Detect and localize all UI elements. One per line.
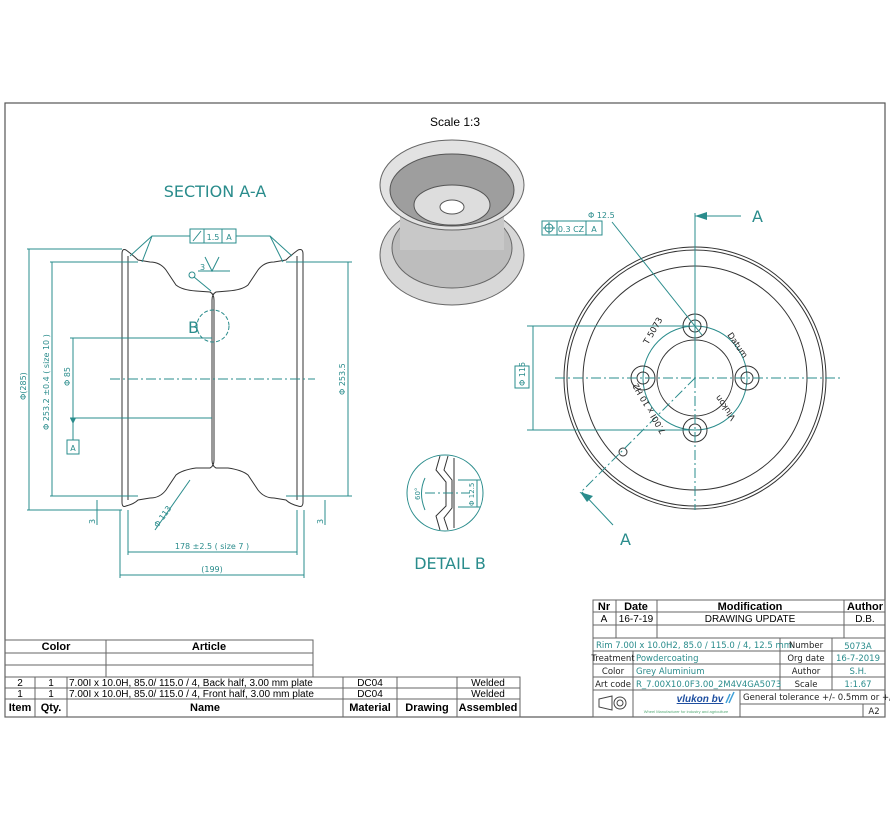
- dim-bolt-circle: Φ 115: [518, 362, 527, 386]
- runout-datum: A: [226, 233, 232, 242]
- stamp-brand: Vlukon: [714, 393, 739, 422]
- section-view: SECTION A-A B 1.5 A 3 Φ(285) Φ 253.2 ±0.…: [19, 182, 352, 578]
- detail-b-view: Φ 12.5 60° DETAIL B: [406, 454, 486, 573]
- title-block: Rim 7.00I x 10.0H2, 85.0 / 115.0 / 4, 12…: [590, 637, 890, 718]
- dim-detail-angle: 60°: [414, 488, 422, 500]
- stamp-datum: Datum: [725, 331, 750, 360]
- title_block-company: vlukon bv: [677, 694, 725, 705]
- dim-flange-right: 3: [316, 519, 325, 524]
- dim-inner-width: 178 ±2.5 ( size 7 ): [175, 542, 249, 551]
- parts_list-rows-0-2: 7.00I x 10.0H, 85.0/ 115.0 / 4, Back hal…: [69, 678, 313, 689]
- rim-right-profile: [211, 249, 304, 507]
- detail-b-marker: [196, 309, 230, 343]
- color_table-headers-1: Article: [192, 641, 226, 653]
- stamp-number: T 5073: [641, 316, 665, 347]
- section-title: SECTION A-A: [164, 182, 267, 201]
- sheet-size: A2: [868, 707, 879, 717]
- general-tolerance: General tolerance +/- 0.5mm or +/- 1°: [743, 693, 890, 703]
- title_block-art_code_label: Art code: [595, 680, 631, 690]
- title_block-author: S.H.: [849, 667, 866, 677]
- projection-symbol-icon: [598, 695, 627, 711]
- color-article-table: Color Article: [4, 639, 314, 678]
- front-view: A A 0.3 CZ A Φ 12.5 Φ 115 T 5073 Datum 7…: [514, 207, 840, 549]
- revision-table: Nr Date Modification Author A 16-7-19 DR…: [592, 599, 886, 639]
- stamp-size: 7.00I x 10 H2: [631, 381, 668, 436]
- revision_table-rows-0-2: DRAWING UPDATE: [705, 614, 796, 625]
- parts_list-rows-0-3: DC04: [357, 678, 383, 689]
- parts_list-headers-3: Material: [349, 702, 391, 714]
- parts_list-rows-0-1: 1: [48, 678, 54, 689]
- detail-title: DETAIL B: [414, 554, 486, 573]
- parts_list-rows-1-5: Welded: [471, 689, 505, 700]
- title_block-scale: 1:1.67: [844, 680, 871, 690]
- position-value: 0.3 CZ: [558, 225, 585, 234]
- title_block-treatment: Powdercoating: [636, 654, 698, 664]
- scale-label: Scale 1:3: [430, 115, 480, 129]
- dim-bead-seat-diameter: Φ 253.2 ±0.4 ( size 10 ): [42, 334, 51, 430]
- parts_list-headers-2: Name: [190, 702, 220, 714]
- parts_list-rows-1-2: 7.00I x 10.0H, 85.0/ 115.0 / 4, Front ha…: [69, 689, 314, 700]
- parts_list-rows-0-5: Welded: [471, 678, 505, 689]
- title_block-scale_label: Scale: [795, 680, 818, 690]
- parts-list: 2 1 7.00I x 10.0H, 85.0/ 115.0 / 4, Back…: [4, 676, 521, 718]
- company-logo: vlukon bv Wheel Manufacturer for industr…: [644, 691, 735, 714]
- parts_list-rows-0-0: 2: [17, 678, 23, 689]
- title_block-org_date_label: Org date: [787, 654, 824, 664]
- color_table-headers-0: Color: [42, 641, 71, 653]
- title_block-color: Grey Aluminium: [636, 667, 704, 677]
- datum-a-label: A: [70, 444, 76, 453]
- title_block-color_label: Color: [602, 667, 625, 677]
- position-tolerance-frame: [541, 220, 603, 236]
- section-dimensions: Φ(285) Φ 253.2 ±0.4 ( size 10 ) Φ 85 A Φ…: [19, 248, 352, 578]
- revision_table-headers-1: Date: [624, 601, 648, 613]
- parts-row: 2 1 7.00I x 10.0H, 85.0/ 115.0 / 4, Back…: [17, 678, 505, 689]
- dim-hole-diameter: Φ 12.5: [588, 211, 615, 220]
- section-arrow-top: A: [752, 207, 763, 226]
- position-datum: A: [591, 225, 597, 234]
- parts_list-rows-1-1: 1: [48, 689, 54, 700]
- detail-b-label: B: [188, 318, 199, 337]
- revision_table-rows-0-1: 16-7-19: [619, 614, 654, 625]
- dim-hub-diameter: Φ 85: [63, 367, 72, 386]
- weld-size: 3: [200, 263, 205, 272]
- parts_list-rows-1-3: DC04: [357, 689, 383, 700]
- dim-right-diameter: Φ 253.5: [338, 363, 347, 395]
- rim-3d-render: [379, 139, 525, 306]
- dim-overall-width: (199): [201, 565, 223, 574]
- title_block-number_label: Number: [789, 641, 824, 651]
- revision_table-headers-0: Nr: [598, 601, 611, 613]
- dim-detail-hole: Φ 12.5: [468, 483, 476, 506]
- parts_list-headers-4: Drawing: [405, 702, 448, 714]
- dim-hump-diameter: Φ 113: [152, 504, 173, 529]
- parts_list-rows-1-0: 1: [17, 689, 23, 700]
- revision_table-headers-3: Author: [847, 601, 884, 613]
- title_block-art_code: R_7.00X10.0F3.00_2M4V4GA5073: [636, 680, 781, 690]
- title_block-treatment_label: Treatment: [590, 654, 635, 664]
- title_block-company_tagline: Wheel Manufacturer for industry and agri…: [644, 709, 729, 714]
- dim-flange-left: 3: [88, 519, 97, 524]
- parts-row: 1 1 7.00I x 10.0H, 85.0/ 115.0 / 4, Fron…: [17, 689, 505, 700]
- runout-value: 1.5: [207, 233, 220, 242]
- parts_list-headers-0: Item: [9, 702, 32, 714]
- section-arrow-bottom: A: [620, 530, 631, 549]
- parts_list-headers-1: Qty.: [41, 702, 62, 714]
- parts_list-headers-5: Assembled: [459, 702, 518, 714]
- dim-overall-diameter: Φ(285): [19, 372, 28, 400]
- revision_table-headers-2: Modification: [718, 601, 783, 613]
- title_block-author_label: Author: [792, 667, 821, 677]
- title_block-org_date: 16-7-2019: [836, 654, 880, 664]
- revision_table-rows-0-0: A: [601, 614, 608, 625]
- revision-row: A 16-7-19 DRAWING UPDATE D.B.: [601, 614, 875, 625]
- part-description: Rim 7.00I x 10.0H2, 85.0 / 115.0 / 4, 12…: [596, 641, 792, 651]
- revision_table-rows-0-3: D.B.: [855, 614, 874, 625]
- drawing-number: 5073A: [844, 642, 872, 652]
- rim-left-profile: [121, 249, 215, 507]
